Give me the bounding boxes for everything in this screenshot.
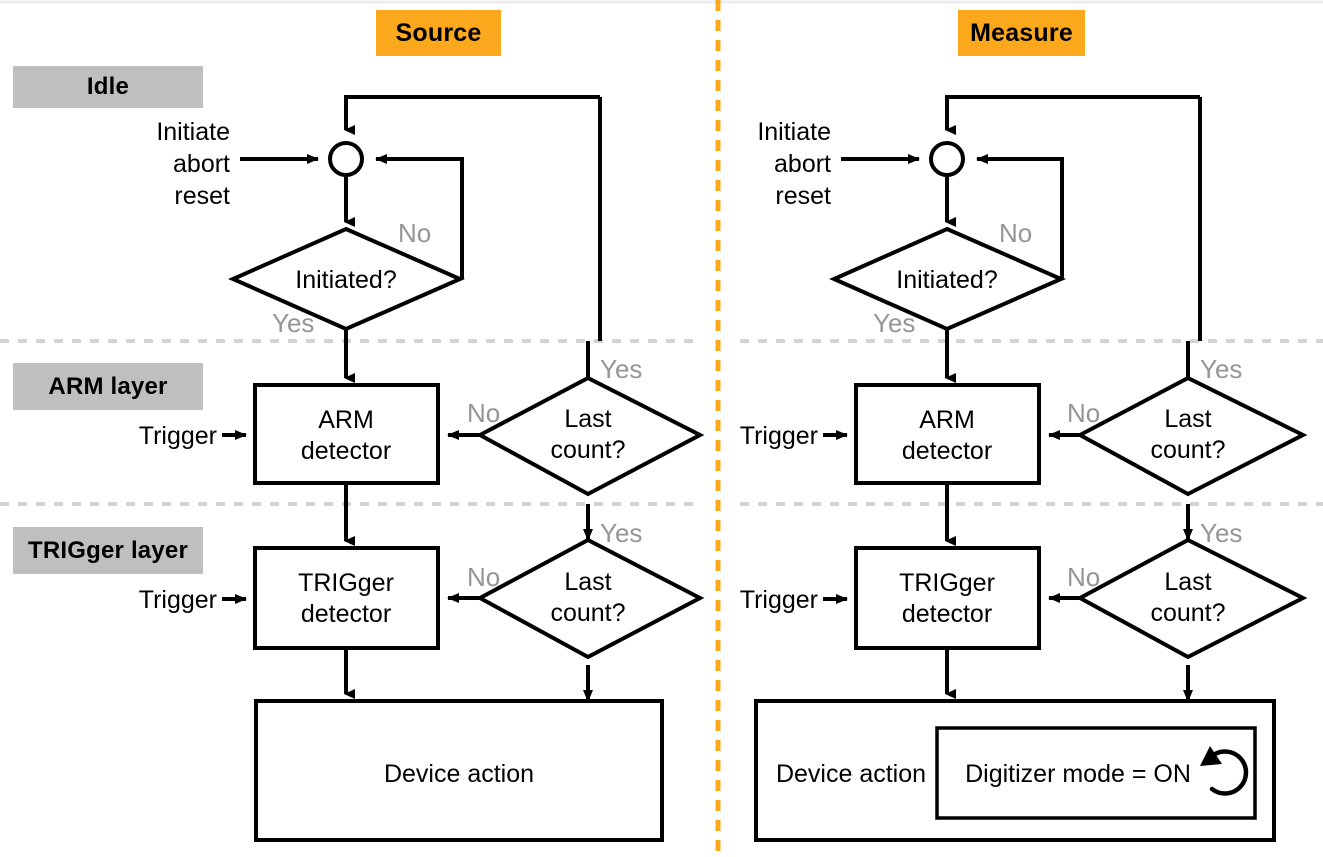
panel-title-source: Source: [376, 10, 501, 56]
source-trigger-detector-line2: detector: [301, 600, 391, 628]
measure-arm-detector-line1: ARM: [919, 406, 975, 434]
measure-trigger-detector-line2: detector: [902, 600, 992, 628]
measure-digitizer-label: Digitizer mode = ON: [965, 760, 1191, 788]
panel-title-source-label: Source: [395, 18, 482, 47]
source-trigger-last-count-no-label: No: [467, 562, 500, 592]
layer-badge-trigger-label: TRIGger layer: [28, 536, 188, 564]
source-trigger-detector: [253, 546, 440, 650]
source-arm-last-count-yes-label: Yes: [600, 354, 642, 384]
source-trigger-trigger-label: Trigger: [139, 586, 217, 614]
junction-circle-icon-source: [328, 141, 364, 177]
measure-initiate-label: Initiate abort reset: [757, 118, 831, 210]
source-arm-detector: [253, 383, 440, 485]
measure-outer-feedback-loop: [945, 95, 1200, 135]
layer-badge-arm: ARM layer: [13, 363, 203, 410]
source-arm-last-count: [475, 375, 705, 497]
layer-badge-idle: Idle: [13, 66, 203, 108]
layer-badge-arm-label: ARM layer: [48, 372, 168, 400]
measure-trigger-detector-line1: TRIGger: [899, 569, 995, 597]
panel-title-measure: Measure: [958, 10, 1085, 56]
source-initiated-yes-label: Yes: [272, 308, 314, 338]
source-initiate-line2: abort: [173, 150, 230, 178]
measure-initiated-no-label: No: [999, 218, 1032, 248]
measure-trigger-trigger-label: Trigger: [740, 586, 818, 614]
source-device-action-label: Device action: [384, 760, 534, 788]
panel-title-measure-label: Measure: [970, 18, 1073, 47]
measure-arm-last-count-line1: Last: [1164, 405, 1211, 433]
measure-device-action-label: Device action: [776, 760, 926, 788]
source-initiate-line1: Initiate: [156, 118, 230, 146]
measure-arm-last-count-yes-label: Yes: [1200, 354, 1242, 384]
source-decision-initiated-label: Initiated?: [295, 266, 396, 294]
panel-measure: Initiate abort reset Initiated? No Yes A…: [740, 95, 1308, 842]
panel-source: Initiate abort reset Initiated? No Yes: [139, 95, 705, 842]
source-trigger-last-count-line1: Last: [564, 568, 611, 596]
measure-trigger-last-count-yes-label: Yes: [1200, 518, 1242, 548]
measure-trigger-detector: [854, 546, 1041, 650]
measure-arm-last-count-line2: count?: [1150, 436, 1225, 464]
measure-arm-last-count: [1075, 375, 1308, 497]
measure-trigger-last-count: [1075, 537, 1308, 660]
measure-trigger-last-count-no-label: No: [1067, 562, 1100, 592]
measure-trigger-last-count-line2: count?: [1150, 599, 1225, 627]
source-arm-detector-line2: detector: [301, 437, 391, 465]
measure-initiate-line3: reset: [775, 182, 831, 210]
loop-arrow-icon: [1200, 746, 1249, 796]
source-trigger-last-count: [475, 537, 705, 660]
source-trigger-last-count-line2: count?: [550, 599, 625, 627]
source-initiate-label: Initiate abort reset: [156, 118, 230, 210]
measure-decision-initiated-label: Initiated?: [896, 266, 997, 294]
source-trigger-last-count-yes-label: Yes: [600, 518, 642, 548]
source-arm-last-count-line1: Last: [564, 405, 611, 433]
source-arm-trigger-label: Trigger: [139, 422, 217, 450]
source-device-action: [254, 699, 664, 842]
measure-arm-trigger-label: Trigger: [740, 422, 818, 450]
measure-arm-detector: [854, 383, 1041, 485]
layer-badge-trigger: TRIGger layer: [13, 527, 203, 574]
measure-arm-last-count-no-label: No: [1067, 398, 1100, 428]
measure-initiate-line1: Initiate: [757, 118, 831, 146]
junction-circle-icon-measure: [929, 141, 965, 177]
source-arm-last-count-line2: count?: [550, 436, 625, 464]
source-arm-last-count-no-label: No: [467, 398, 500, 428]
measure-arm-detector-line2: detector: [902, 437, 992, 465]
source-initiate-line3: reset: [174, 182, 230, 210]
layer-badge-idle-label: Idle: [86, 73, 130, 100]
measure-digitizer-box: [935, 726, 1257, 820]
measure-initiated-no-loop: [976, 154, 1064, 279]
measure-initiated-yes-label: Yes: [873, 308, 915, 338]
source-outer-feedback-loop: [344, 95, 600, 135]
source-arm-detector-line1: ARM: [318, 406, 374, 434]
source-initiated-no-loop: [375, 154, 464, 279]
measure-trigger-last-count-line1: Last: [1164, 568, 1211, 596]
source-trigger-detector-line1: TRIGger: [298, 569, 394, 597]
measure-initiate-line2: abort: [774, 150, 831, 178]
source-initiated-no-label: No: [398, 218, 431, 248]
